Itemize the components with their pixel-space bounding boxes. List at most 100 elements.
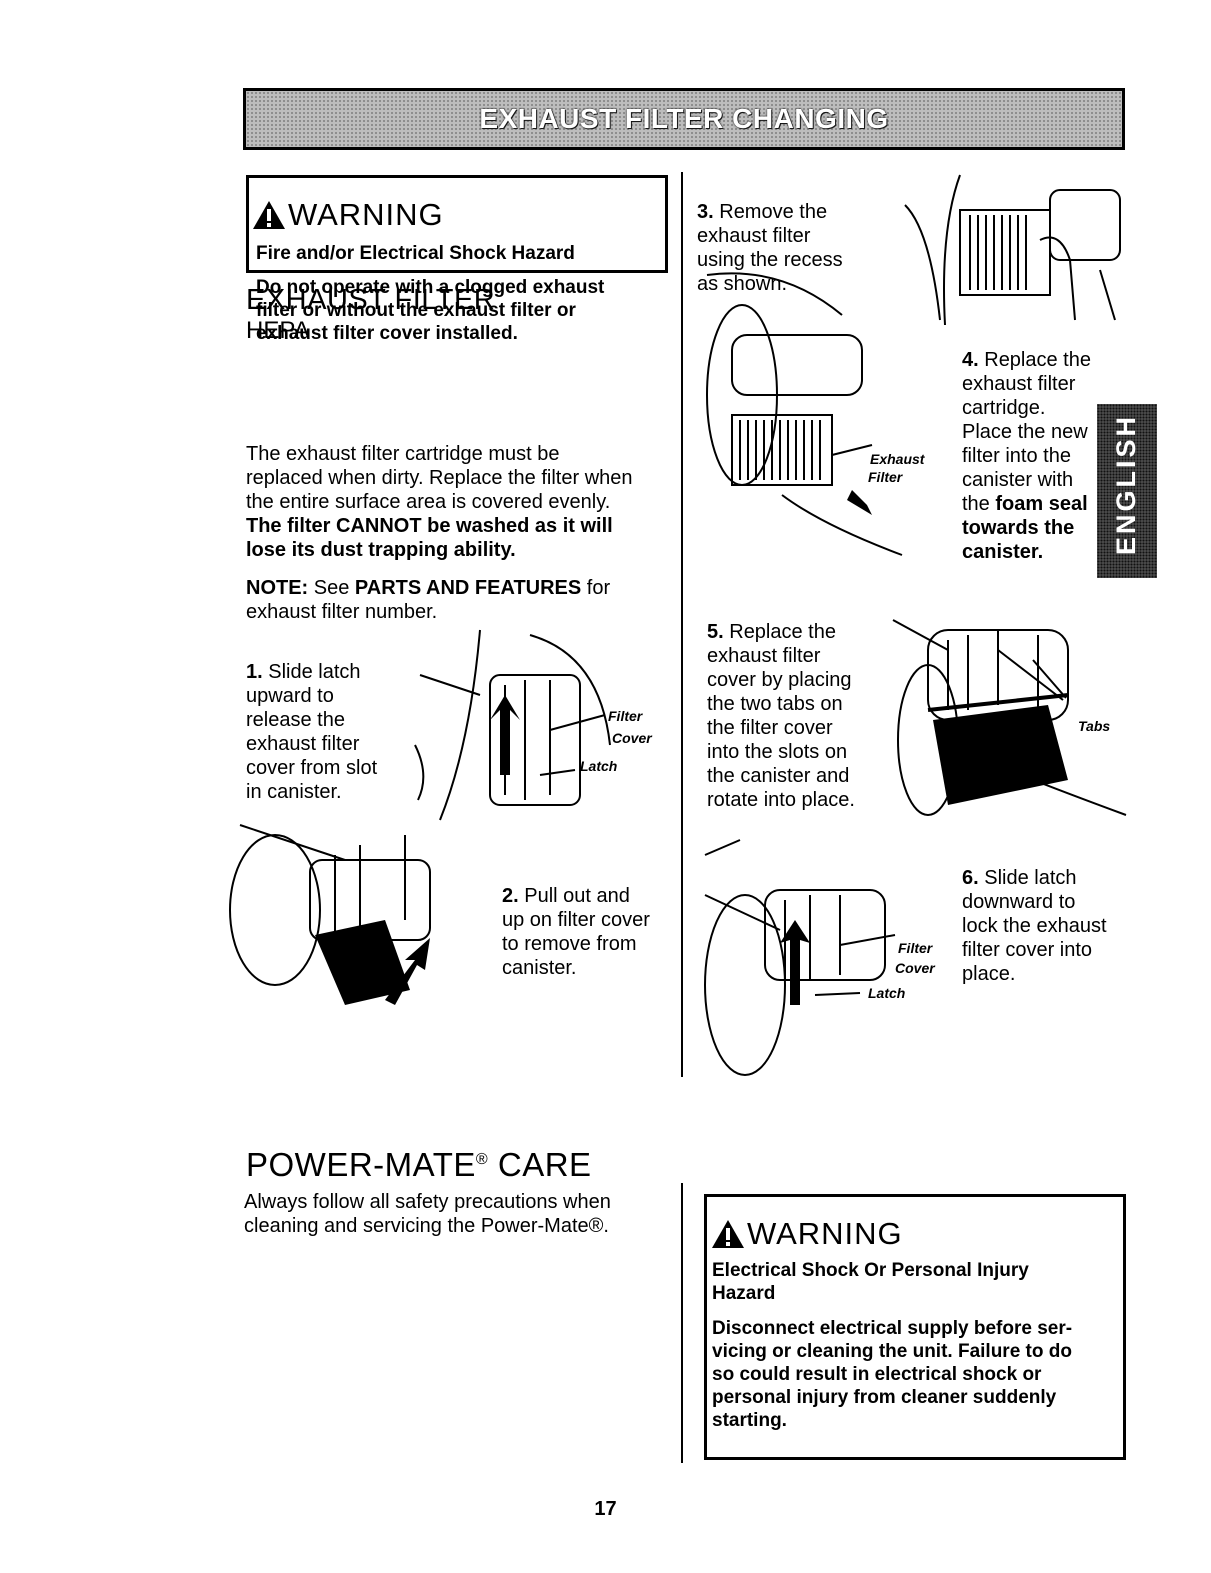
note-text: for <box>581 577 611 599</box>
label-cover: Cover <box>612 730 652 746</box>
label-exhaust: Exhaust <box>870 451 925 467</box>
warning-text-2: Disconnect electrical supply before ser-… <box>712 1317 1072 1432</box>
step-line: exhaust filter <box>707 645 821 667</box>
exhaust-filter-paragraph: The exhaust filter cartridge must be rep… <box>246 442 676 562</box>
warning-hazard-1: Fire and/or Electrical Shock Hazard <box>256 243 575 264</box>
step-line: filter cover into <box>962 939 1093 961</box>
section-title: EXHAUST FILTER CHANGING <box>479 103 889 134</box>
note-text: See <box>308 577 355 599</box>
warning-text-1: Do not operate with a clogged exhaust fi… <box>256 276 604 345</box>
section-subheading: HEPA <box>246 317 310 344</box>
powermate-text: Always follow all safety precautions whe… <box>244 1190 611 1238</box>
note: NOTE: See PARTS AND FEATURES for exhaust… <box>246 576 676 624</box>
step-line: canister with <box>962 469 1074 491</box>
step-line: Place the new <box>962 421 1088 443</box>
step-line: Slide latch <box>978 867 1077 889</box>
paragraph-line: Always follow all safety precautions whe… <box>244 1191 611 1213</box>
label-latch: Latch <box>580 758 618 774</box>
step-emphasis: foam seal <box>995 493 1088 515</box>
paragraph-line-bold: The filter CANNOT be washed as it will <box>246 515 613 537</box>
step-emphasis: towards the <box>962 517 1075 539</box>
warning-line: Disconnect electrical supply before ser- <box>712 1318 1073 1339</box>
warning-line: so could result in electrical shock or <box>712 1364 1042 1385</box>
label-cover-6: Cover <box>895 960 935 976</box>
note-label: NOTE: <box>246 577 309 599</box>
label-latch-6: Latch <box>868 985 906 1001</box>
step-line: Slide latch <box>262 661 361 683</box>
step-line: to remove from <box>502 933 637 955</box>
warning-line: filter or without the exhaust filter or <box>256 300 576 321</box>
step-number: 4. <box>962 349 979 371</box>
step-line: in canister. <box>246 781 342 803</box>
column-divider <box>681 172 683 1077</box>
step-line: cover from slot <box>246 757 378 779</box>
warning-line: starting. <box>712 1410 787 1431</box>
step-line: the canister and <box>707 765 850 787</box>
step-line: exhaust filter <box>246 733 360 755</box>
step-line: as shown. <box>697 273 788 295</box>
step-line: Pull out and <box>518 885 630 907</box>
warning-label: WARNING <box>747 1216 903 1251</box>
paragraph-line: the entire surface area is covered evenl… <box>246 491 611 513</box>
step-line: using the recess <box>697 249 843 271</box>
illustration-step-2 <box>229 824 431 1005</box>
registered-mark: ® <box>475 1151 489 1168</box>
language-tab: ENGLISH <box>1097 404 1157 578</box>
step-3: 3. Remove the exhaust filter using the r… <box>697 200 843 296</box>
step-line: lock the exhaust <box>962 915 1107 937</box>
step-line: the <box>962 493 996 515</box>
warning-heading-1: WARNING <box>252 197 444 233</box>
step-line: into the slots on <box>707 741 848 763</box>
warning-heading-2: WARNING <box>711 1216 903 1252</box>
warning-hazard-line: Hazard <box>712 1283 776 1304</box>
step-line: downward to <box>962 891 1076 913</box>
step-line: canister. <box>502 957 577 979</box>
step-line: filter into the <box>962 445 1071 467</box>
paragraph-line: replaced when dirty. Replace the filter … <box>246 467 633 489</box>
step-2: 2. Pull out and up on filter cover to re… <box>502 884 650 980</box>
paragraph-line: The exhaust filter cartridge must be <box>246 443 560 465</box>
step-number: 1. <box>246 661 263 683</box>
step-number: 3. <box>697 201 714 223</box>
warning-box-shock <box>704 1194 1126 1460</box>
step-line: the two tabs on <box>707 693 843 715</box>
illustration-step-5 <box>892 619 1127 816</box>
step-emphasis: canister. <box>962 541 1044 563</box>
warning-line: Do not operate with a clogged exhaust <box>256 277 605 298</box>
step-6: 6. Slide latch downward to lock the exha… <box>962 866 1107 986</box>
step-line: cover by placing <box>707 669 852 691</box>
illustration-step-1 <box>414 629 611 821</box>
step-line: Replace the <box>723 621 836 643</box>
column-divider-lower <box>681 1183 683 1463</box>
powermate-title-end: CARE <box>488 1146 592 1183</box>
paragraph-line: cleaning and servicing the Power-Mate®. <box>244 1215 609 1237</box>
step-line: Replace the <box>978 349 1091 371</box>
exhaust-filter-section: EXHAUST FILTER HEPA <box>246 284 666 345</box>
warning-triangle-icon <box>712 1220 744 1248</box>
warning-hazard-2: Electrical Shock Or Personal Injury Haza… <box>712 1259 1029 1305</box>
step-line: rotate into place. <box>707 789 855 811</box>
warning-triangle-icon <box>253 201 285 229</box>
step-4: 4. Replace the exhaust filter cartridge.… <box>962 348 1091 564</box>
step-number: 2. <box>502 885 519 907</box>
step-line: up on filter cover <box>502 909 650 931</box>
step-line: Remove the <box>713 201 828 223</box>
section-heading: EXHAUST FILTER <box>246 284 496 316</box>
step-line: place. <box>962 963 1016 985</box>
paragraph-line-bold: lose its dust trapping ability. <box>246 539 516 561</box>
language-tab-label: ENGLISH <box>1111 414 1141 556</box>
label-filter: Filter <box>608 708 643 724</box>
label-filter-6: Filter <box>898 940 933 956</box>
step-line: exhaust filter <box>962 373 1076 395</box>
illustration-step-3 <box>904 174 1121 326</box>
warning-box-fire <box>246 175 668 273</box>
warning-label: WARNING <box>288 197 444 232</box>
label-filter-2: Filter <box>868 469 903 485</box>
step-line: cartridge. <box>962 397 1046 419</box>
step-line: exhaust filter <box>697 225 811 247</box>
note-line: exhaust filter number. <box>246 601 438 623</box>
step-line: release the <box>246 709 345 731</box>
step-number: 6. <box>962 867 979 889</box>
label-tabs: Tabs <box>1078 718 1111 734</box>
step-number: 5. <box>707 621 724 643</box>
